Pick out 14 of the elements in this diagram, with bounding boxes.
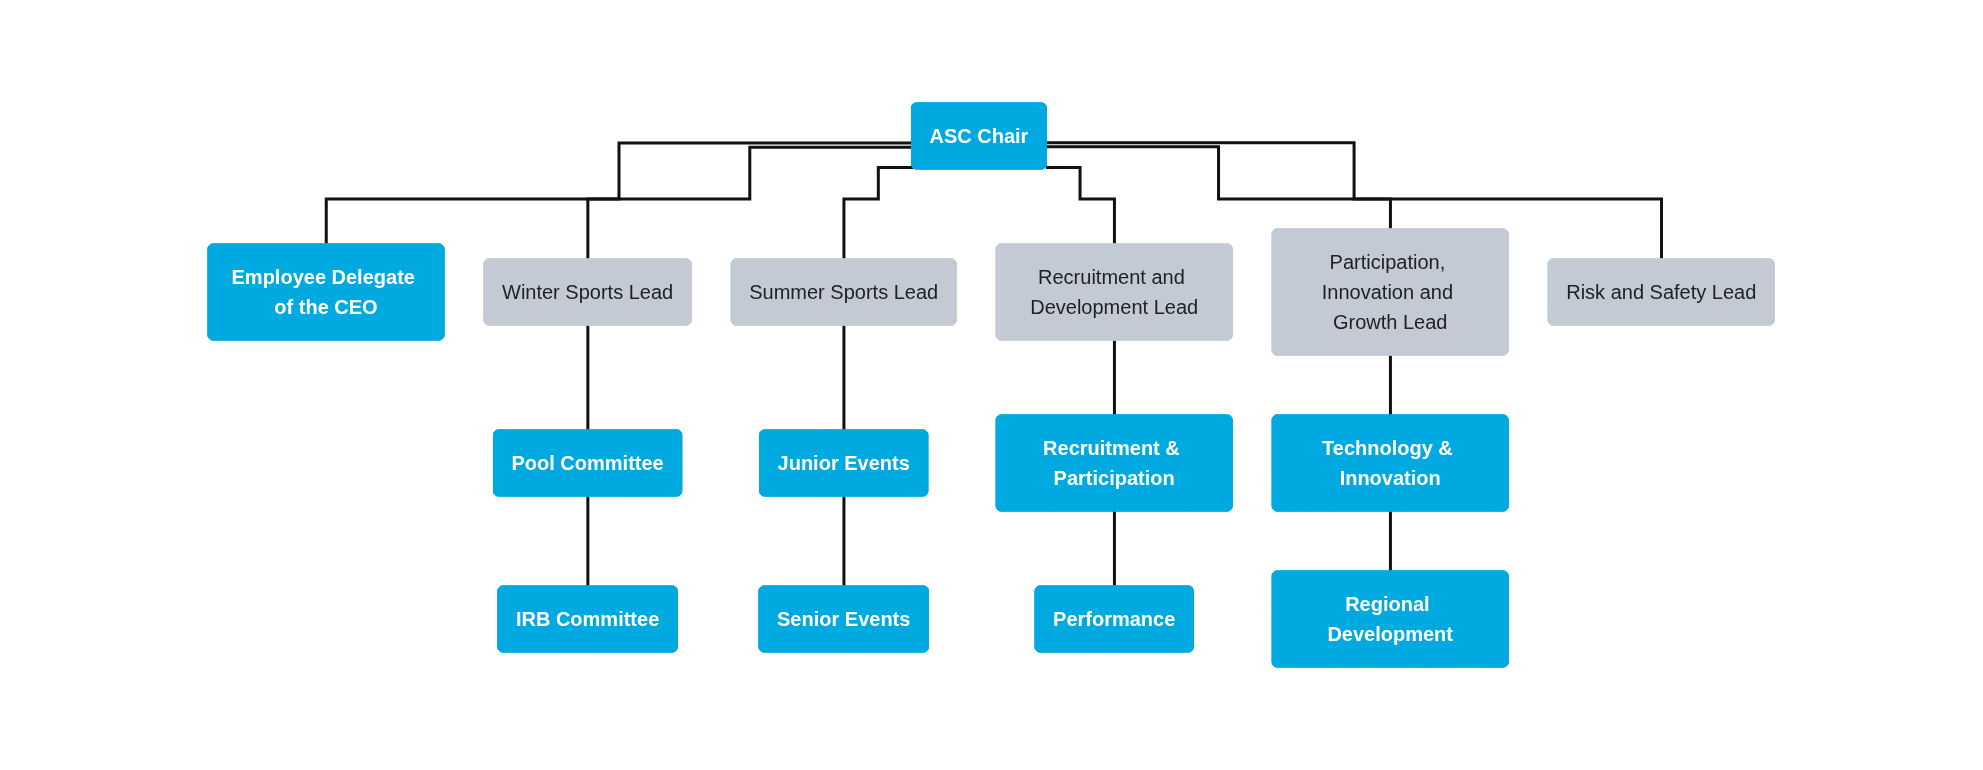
connector [1113, 510, 1117, 588]
connector [586, 145, 913, 261]
connector [842, 324, 847, 432]
connector [1113, 339, 1117, 417]
connector [1047, 141, 1664, 261]
connector [1047, 145, 1393, 231]
connector [1389, 354, 1393, 417]
connector [586, 324, 590, 432]
connector [842, 165, 914, 261]
connector [1389, 510, 1393, 573]
connector [586, 495, 590, 588]
connector [1046, 165, 1117, 246]
connector [325, 141, 913, 246]
connector [842, 495, 847, 588]
